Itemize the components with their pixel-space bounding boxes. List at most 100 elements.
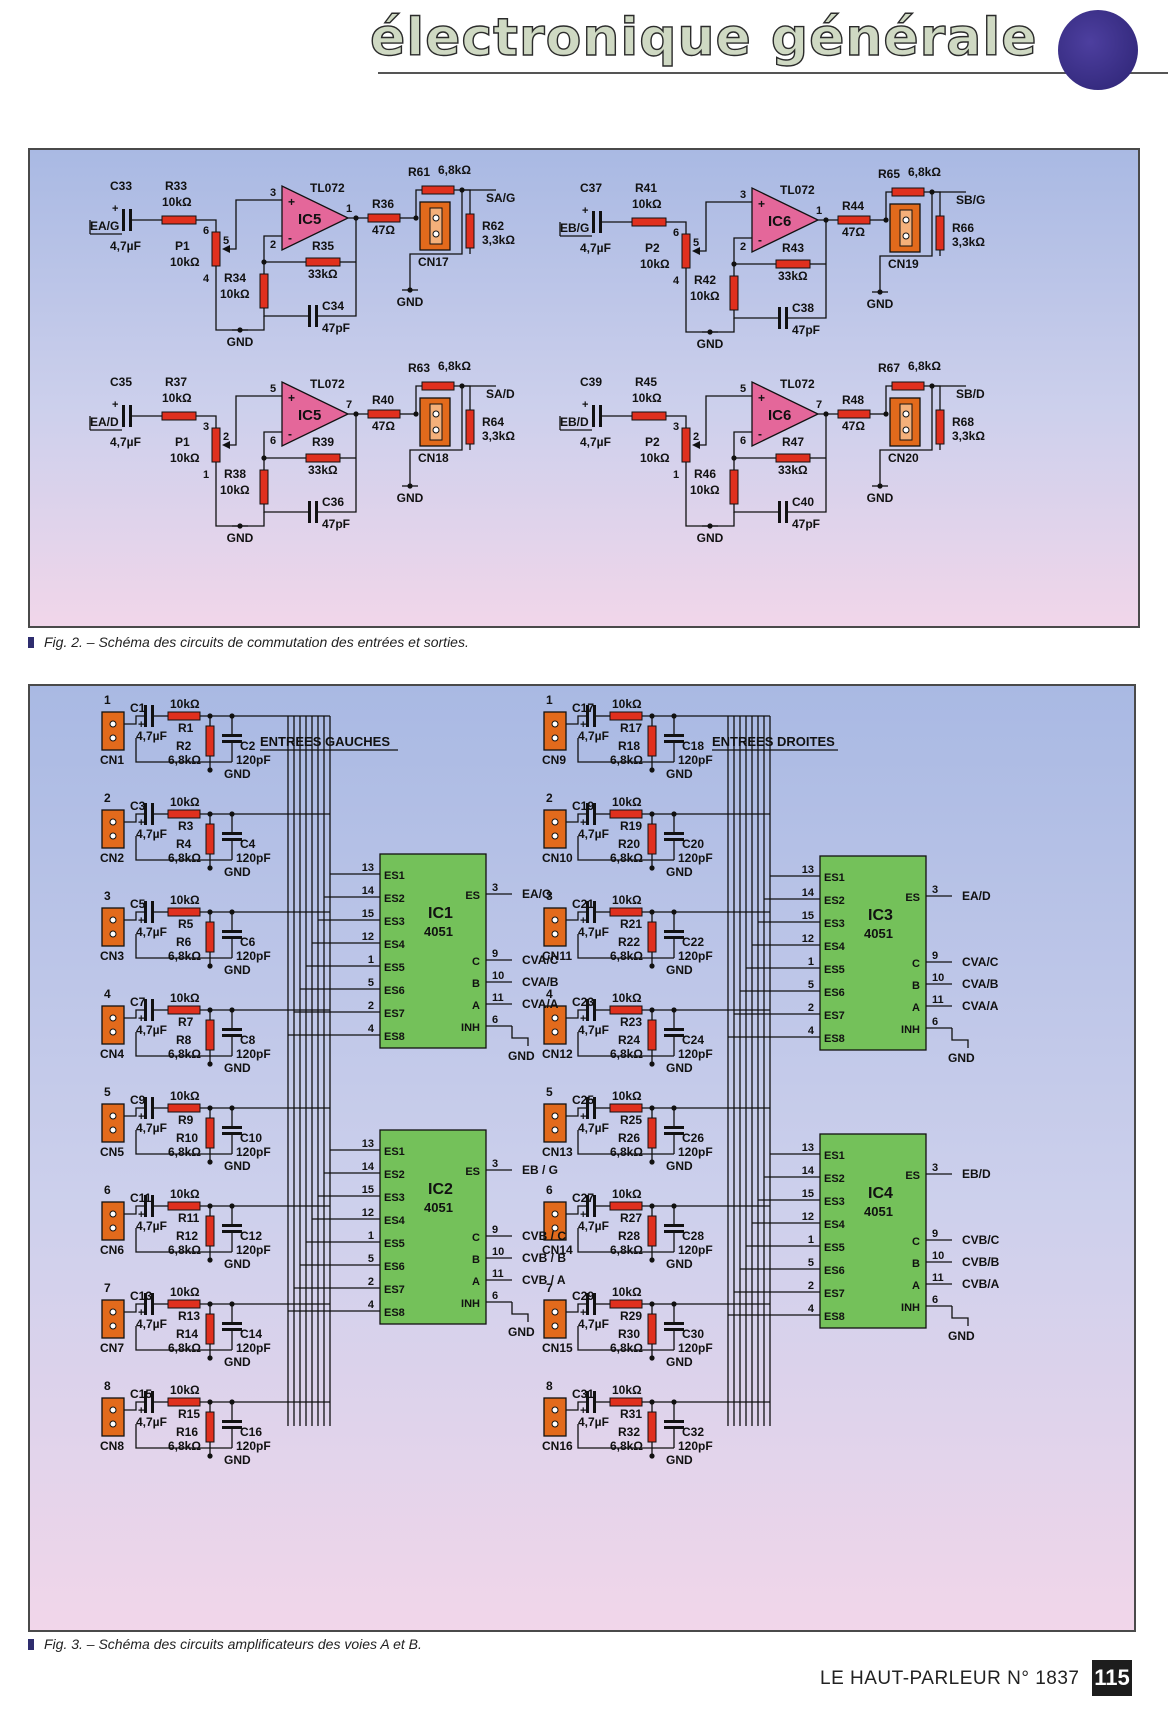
cap-name: C23 (572, 995, 594, 1009)
capacitor-plate (664, 734, 684, 737)
junction-dot (207, 1355, 213, 1361)
resistor (205, 1215, 215, 1247)
resistor (211, 427, 221, 463)
wire (577, 1228, 674, 1253)
wire (885, 191, 892, 220)
pin: 3 (270, 187, 276, 199)
pin-hole (551, 1014, 559, 1022)
pin: 2 (223, 431, 229, 443)
gnd-label: GND (508, 1049, 535, 1063)
capacitor-plate (151, 1391, 154, 1413)
res-name: R29 (620, 1309, 642, 1323)
capacitor-plate (222, 1028, 242, 1031)
mux-type: 4051 (864, 926, 893, 941)
cap-value: 4,7µF (578, 1219, 609, 1233)
output-label: SA/G (486, 191, 515, 205)
capacitor-plate (664, 1322, 684, 1325)
capacitor-plate (222, 1322, 242, 1325)
capacitor-plate (664, 1328, 684, 1331)
capacitor-plate (315, 501, 318, 523)
mux-pin-label: ES (905, 1170, 920, 1182)
polarity: + (138, 1405, 144, 1417)
resistor (167, 1299, 201, 1309)
wire (566, 1401, 586, 1411)
connector (101, 907, 125, 947)
polarity: + (580, 1405, 586, 1417)
capacitor-plate (664, 936, 684, 939)
mux-pin-label: INH (461, 1022, 480, 1034)
cap-value: 120pF (236, 1243, 271, 1257)
cap-name: C5 (130, 897, 146, 911)
capacitor-plate (664, 1420, 684, 1423)
polarity: + (112, 203, 118, 215)
cap-value: 4,7µF (110, 435, 141, 449)
res-value: 10kΩ (170, 991, 200, 1005)
cap-name: C4 (240, 837, 256, 851)
junction-dot (707, 329, 713, 335)
resistor (775, 259, 811, 269)
resistor (837, 409, 871, 419)
gnd-label: GND (666, 767, 693, 781)
polarity: + (138, 1013, 144, 1025)
fig2-caption: Fig. 2. – Schéma des circuits de commuta… (28, 634, 469, 650)
res-name: R42 (694, 273, 716, 287)
connector-name: CN12 (542, 1047, 573, 1061)
junction-dot (207, 1453, 213, 1459)
pin-hole (432, 230, 440, 238)
resistor (935, 409, 945, 445)
connector-name: CN8 (100, 1439, 124, 1453)
junction-dot (649, 1355, 655, 1361)
opamp-minus: - (288, 427, 292, 441)
res-name: R14 (176, 1327, 198, 1341)
resistor (167, 1103, 201, 1113)
capacitor-plate (593, 803, 596, 825)
cap-name: C37 (580, 181, 602, 195)
pot-value: 10kΩ (170, 255, 200, 269)
capacitor-plate (586, 1195, 589, 1217)
pin: 12 (802, 1211, 814, 1223)
wire (788, 220, 827, 319)
cap-value: 120pF (678, 753, 713, 767)
wire (932, 191, 941, 216)
res-value: 10kΩ (612, 991, 642, 1005)
gnd-label: GND (867, 491, 894, 505)
connector-name: CN3 (100, 949, 124, 963)
junction-dot (207, 963, 213, 969)
capacitor-plate (593, 1293, 596, 1315)
res-name: R39 (312, 435, 334, 449)
connector-name: CN7 (100, 1341, 124, 1355)
capacitor-plate (586, 999, 589, 1021)
wire (230, 199, 282, 250)
res-value: 47Ω (372, 223, 395, 237)
mux-pin-label: B (912, 980, 920, 992)
mux-signal-label: EB/D (962, 1167, 991, 1181)
resistor (465, 409, 475, 445)
pin-hole (109, 734, 117, 742)
pin: 2 (270, 239, 276, 251)
res-name: R8 (176, 1033, 192, 1047)
wiper-arrow (222, 245, 230, 253)
es-pin: ES7 (384, 1008, 405, 1020)
pin: 10 (932, 1250, 944, 1262)
cap-name: C34 (322, 299, 344, 313)
res-name: R61 (408, 165, 430, 179)
pin-hole (551, 1322, 559, 1330)
cap-name: C16 (240, 1425, 262, 1439)
gnd-label: GND (224, 865, 251, 879)
mux-ic (379, 853, 487, 1049)
res-value: 3,3kΩ (482, 233, 515, 247)
cap-value: 120pF (678, 1439, 713, 1453)
cap-value: 120pF (236, 1341, 271, 1355)
resistor (647, 725, 657, 757)
mux-pin-label: C (912, 1236, 920, 1248)
junction-dot (649, 767, 655, 773)
pin: 13 (362, 862, 374, 874)
pin-hole (109, 1224, 117, 1232)
cap-value: 47pF (322, 321, 350, 335)
pin-hole (432, 214, 440, 222)
pin: 7 (346, 399, 352, 411)
capacitor-plate (151, 1195, 154, 1217)
connector (543, 1299, 567, 1339)
res-value: 6,8kΩ (168, 1047, 201, 1061)
